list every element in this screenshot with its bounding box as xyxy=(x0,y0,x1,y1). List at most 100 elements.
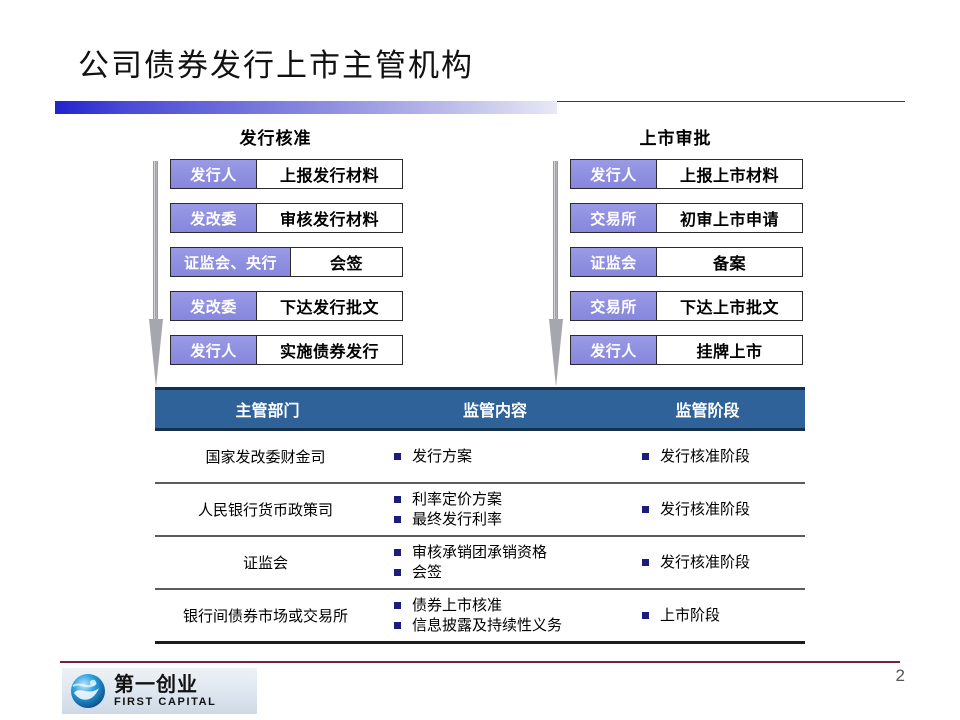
table-row[interactable]: 人民银行货币政策司 利率定价方案 最终发行利率 发行核准阶段 xyxy=(155,484,805,537)
table-row[interactable]: 银行间债券市场或交易所 债券上市核准 信息披露及持续性义务 上市阶段 xyxy=(155,590,805,644)
flow-step-action: 备案 xyxy=(712,256,746,273)
logo-name-en: FIRST CAPITAL xyxy=(114,695,217,708)
down-arrow-icon xyxy=(548,161,564,387)
table-row[interactable]: 证监会 审核承销团承销资格 会签 发行核准阶段 xyxy=(155,537,805,590)
square-bullet-icon xyxy=(394,516,401,523)
footer-divider xyxy=(60,661,900,663)
flow-issuance-approval: 发行核准 发行人 上报发行材料 发改委 审核发行材料 证监会、央行 会签 发改委… xyxy=(148,124,403,387)
globe-icon xyxy=(68,671,108,711)
flow-step-actor: 交易所 xyxy=(571,292,657,320)
flow-step[interactable]: 发改委 审核发行材料 xyxy=(170,203,403,233)
bullet-text: 发行核准阶段 xyxy=(660,448,751,465)
flow-heading: 上市审批 xyxy=(639,129,712,148)
cell-content: 审核承销团承销资格 会签 xyxy=(380,543,610,582)
bullet-item: 发行核准阶段 xyxy=(642,500,805,519)
flow-step-action: 下达发行批文 xyxy=(279,300,379,317)
square-bullet-icon xyxy=(642,612,649,619)
bullet-item: 最终发行利率 xyxy=(394,510,610,529)
regulator-table: 主管部门 监管内容 监管阶段 国家发改委财金司 发行方案 发行核准阶段 人民银行… xyxy=(155,387,805,644)
cell-content: 发行方案 xyxy=(380,447,610,466)
square-bullet-icon xyxy=(642,506,649,513)
square-bullet-icon xyxy=(642,559,649,566)
flow-step[interactable]: 证监会 备案 xyxy=(570,247,803,277)
flow-heading: 发行核准 xyxy=(239,129,312,148)
bullet-item: 信息披露及持续性义务 xyxy=(394,616,610,635)
bullet-item: 会签 xyxy=(394,563,610,582)
down-arrow-icon xyxy=(148,161,164,387)
flow-step-actor: 发改委 xyxy=(171,204,257,232)
square-bullet-icon xyxy=(642,453,649,460)
cell-department: 银行间债券市场或交易所 xyxy=(182,608,348,625)
square-bullet-icon xyxy=(394,569,401,576)
bullet-text: 发行核准阶段 xyxy=(660,501,751,518)
flow-step[interactable]: 交易所 初审上市申请 xyxy=(570,203,803,233)
flow-step-action: 审核发行材料 xyxy=(279,212,379,229)
bullet-item: 债券上市核准 xyxy=(394,596,610,615)
cell-department: 人民银行货币政策司 xyxy=(197,502,333,519)
flow-step-action: 初审上市申请 xyxy=(679,212,779,229)
title-divider-line xyxy=(557,101,905,102)
company-logo: 第一创业 FIRST CAPITAL xyxy=(62,668,257,714)
table-row[interactable]: 国家发改委财金司 发行方案 发行核准阶段 xyxy=(155,431,805,484)
square-bullet-icon xyxy=(394,622,401,629)
flow-step[interactable]: 发行人 实施债券发行 xyxy=(170,335,403,365)
flow-step-actor: 发行人 xyxy=(571,160,657,188)
page-title: 公司债券发行上市主管机构 xyxy=(78,48,474,83)
flow-step-list: 发行人 上报发行材料 发改委 审核发行材料 证监会、央行 会签 发改委 下达发行… xyxy=(170,159,403,365)
bullet-text: 发行方案 xyxy=(412,448,473,465)
arrow-shaft xyxy=(553,161,558,321)
square-bullet-icon xyxy=(394,549,401,556)
flow-step[interactable]: 发行人 上报上市材料 xyxy=(570,159,803,189)
bullet-item: 上市阶段 xyxy=(642,606,805,625)
flow-step-action: 上报上市材料 xyxy=(679,168,779,185)
title-divider-gradient xyxy=(55,101,557,114)
flow-step[interactable]: 发改委 下达发行批文 xyxy=(170,291,403,321)
logo-text: 第一创业 FIRST CAPITAL xyxy=(114,674,216,709)
cell-stage: 发行核准阶段 xyxy=(610,553,805,572)
cell-content: 利率定价方案 最终发行利率 xyxy=(380,490,610,529)
arrow-shaft xyxy=(153,161,158,321)
flow-listing-approval: 上市审批 发行人 上报上市材料 交易所 初审上市申请 证监会 备案 交易所 下达… xyxy=(548,124,803,387)
flow-step-actor: 证监会 xyxy=(571,248,657,276)
bullet-text: 审核承销团承销资格 xyxy=(412,544,548,561)
bullet-text: 会签 xyxy=(412,564,443,581)
flow-step-actor: 发行人 xyxy=(171,336,257,364)
title-divider xyxy=(55,100,905,114)
cell-content: 债券上市核准 信息披露及持续性义务 xyxy=(380,596,610,635)
bullet-text: 信息披露及持续性义务 xyxy=(412,617,563,634)
bullet-text: 上市阶段 xyxy=(660,607,721,624)
bullet-item: 审核承销团承销资格 xyxy=(394,543,610,562)
flow-step-actor: 交易所 xyxy=(571,204,657,232)
bullet-item: 发行核准阶段 xyxy=(642,447,805,466)
column-header-stage: 监管阶段 xyxy=(675,403,740,420)
cell-stage: 发行核准阶段 xyxy=(610,500,805,519)
bullet-item: 发行核准阶段 xyxy=(642,553,805,572)
column-header-department: 主管部门 xyxy=(235,403,300,420)
flow-step-action: 下达上市批文 xyxy=(679,300,779,317)
flow-step-action: 上报发行材料 xyxy=(279,168,379,185)
cell-department: 国家发改委财金司 xyxy=(205,449,326,466)
flow-step-action: 挂牌上市 xyxy=(696,344,763,361)
logo-name-cn: 第一创业 xyxy=(114,673,198,696)
table-header-row: 主管部门 监管内容 监管阶段 xyxy=(155,387,805,431)
bullet-item: 发行方案 xyxy=(394,447,610,466)
arrow-head xyxy=(149,319,163,387)
flow-step[interactable]: 交易所 下达上市批文 xyxy=(570,291,803,321)
flow-step-actor: 发改委 xyxy=(171,292,257,320)
square-bullet-icon xyxy=(394,453,401,460)
bullet-text: 发行核准阶段 xyxy=(660,554,751,571)
flow-step-actor: 发行人 xyxy=(571,336,657,364)
square-bullet-icon xyxy=(394,602,401,609)
flow-step-list: 发行人 上报上市材料 交易所 初审上市申请 证监会 备案 交易所 下达上市批文 … xyxy=(570,159,803,365)
flow-step-action: 会签 xyxy=(329,256,363,273)
cell-stage: 发行核准阶段 xyxy=(610,447,805,466)
flow-step-actor: 发行人 xyxy=(171,160,257,188)
square-bullet-icon xyxy=(394,496,401,503)
arrow-head xyxy=(549,319,563,387)
flow-step[interactable]: 证监会、央行 会签 xyxy=(170,247,403,277)
flow-step[interactable]: 发行人 上报发行材料 xyxy=(170,159,403,189)
bullet-text: 利率定价方案 xyxy=(412,491,503,508)
cell-department: 证监会 xyxy=(242,555,288,572)
flow-step[interactable]: 发行人 挂牌上市 xyxy=(570,335,803,365)
flow-step-action: 实施债券发行 xyxy=(279,344,379,361)
